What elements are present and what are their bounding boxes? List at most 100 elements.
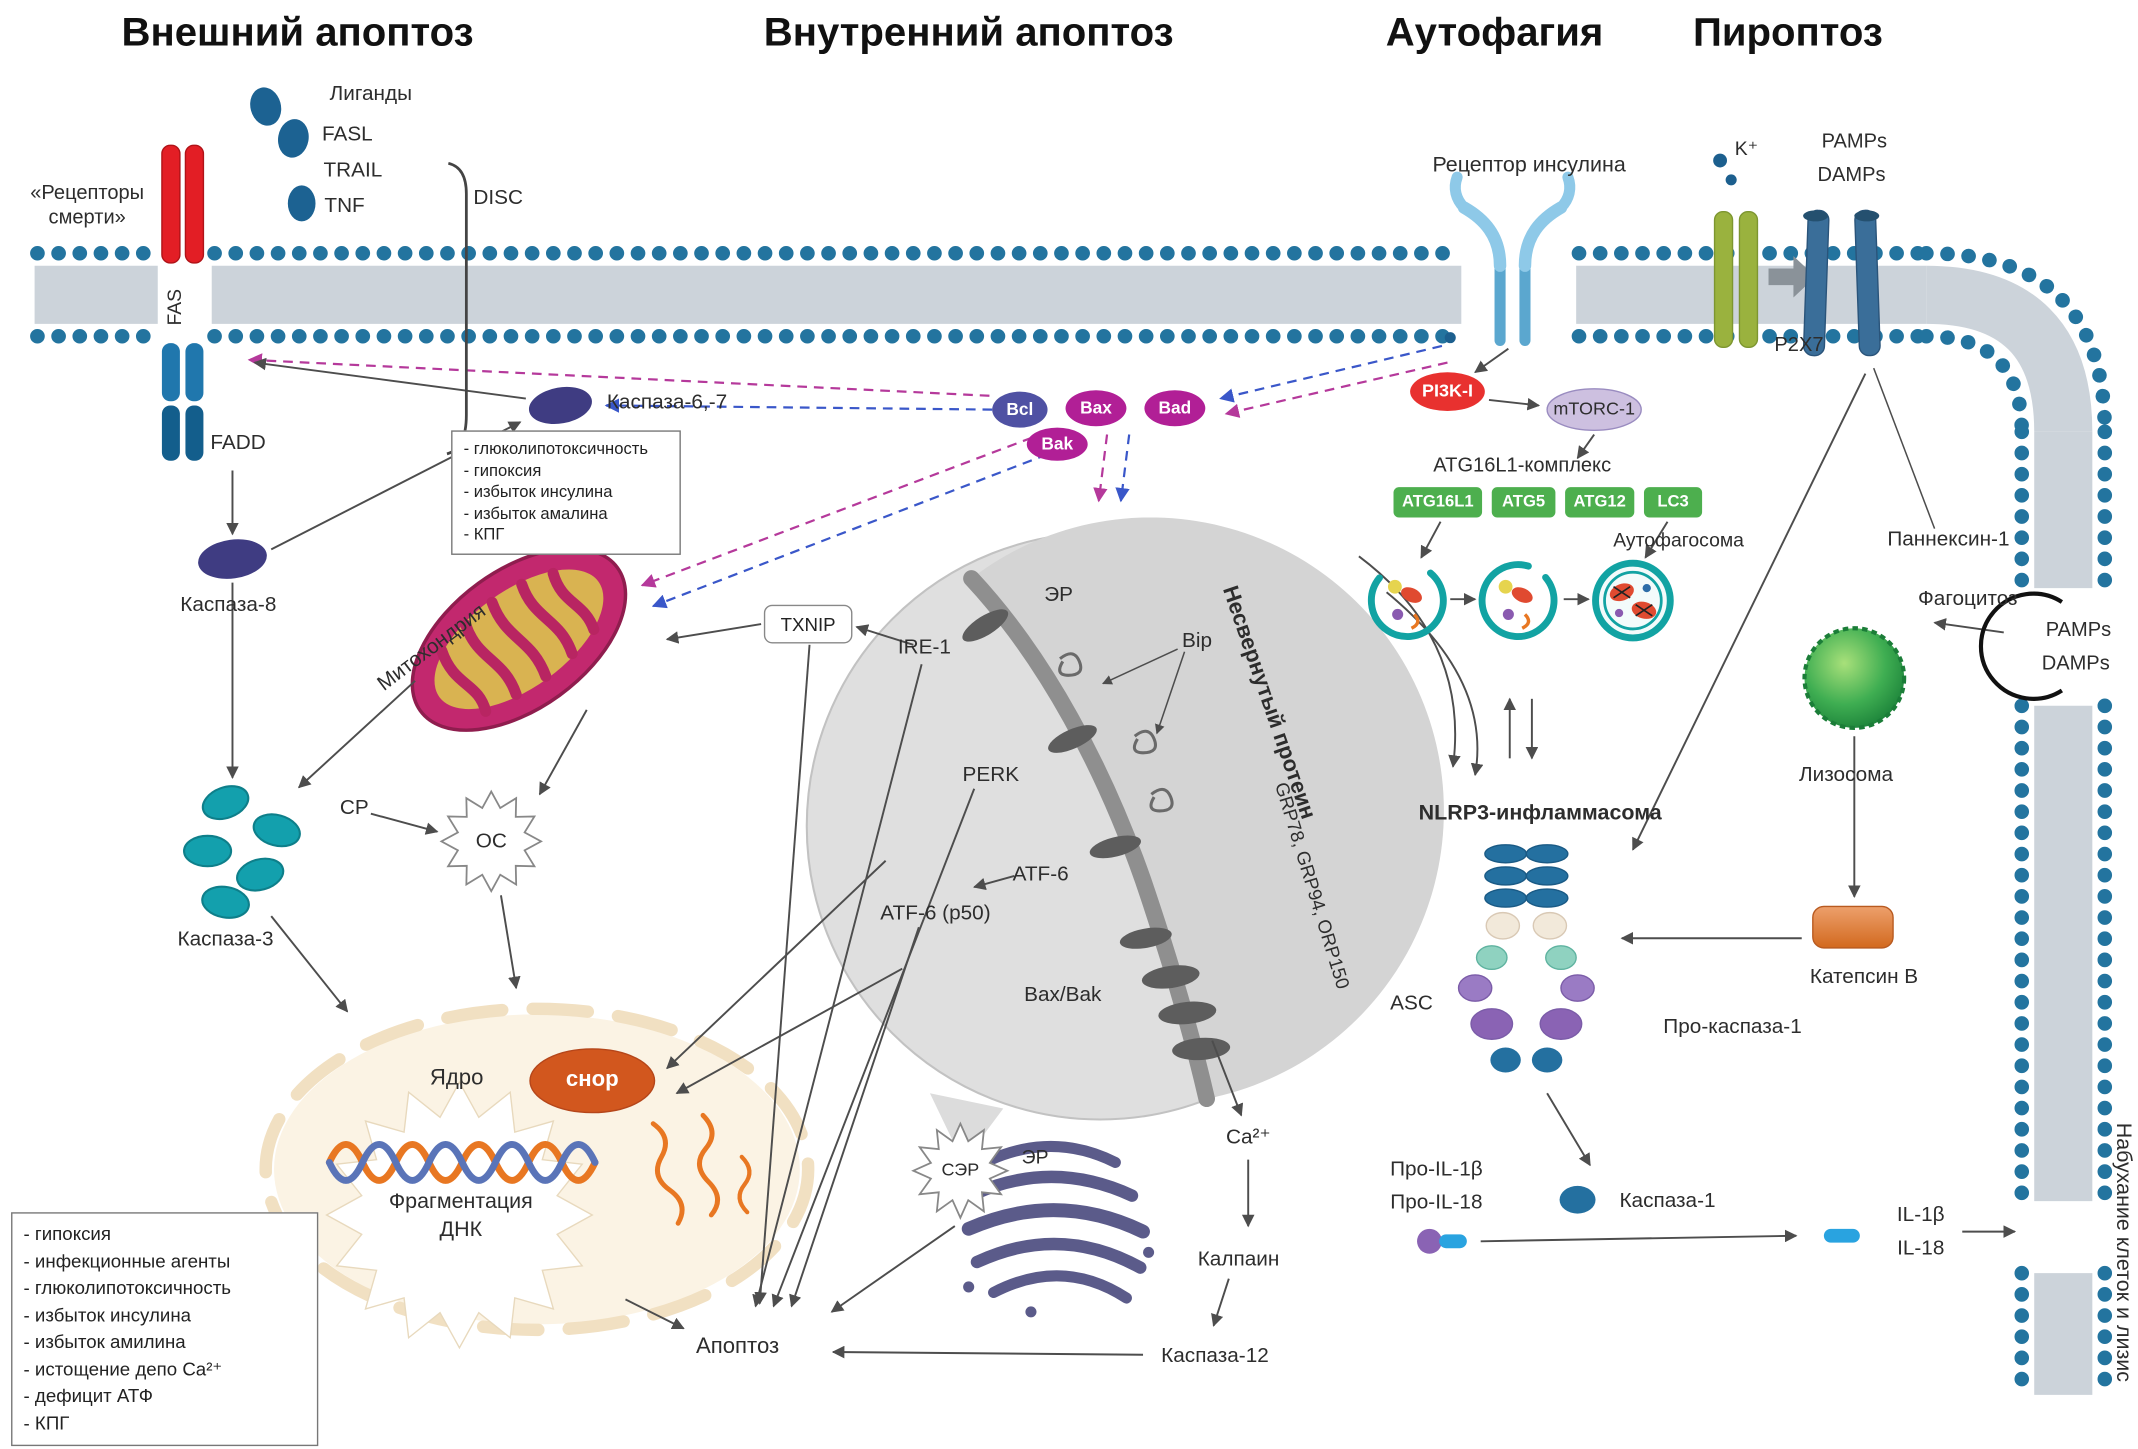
atg-complex-label: ATG16L1-комплекс: [1433, 454, 1612, 477]
caspase3-label: Каспаза-3: [177, 927, 274, 952]
bax-bak-label: Bax/Bak: [1024, 983, 1102, 1007]
il18-label: IL-18: [1897, 1236, 1945, 1260]
txnip-box: TXNIP: [763, 604, 853, 644]
er-stress-burst: [911, 1121, 1010, 1220]
mtorc-label: mTORC-1: [1553, 397, 1635, 419]
death-receptors-label-1: «Рецепторы: [30, 182, 145, 205]
rna-squiggles: [650, 1112, 752, 1226]
chop-oval: [529, 1048, 656, 1114]
il-molecule: [1823, 1228, 1860, 1243]
k-ions: [1713, 153, 1737, 186]
atf6-label: ATF-6: [1012, 862, 1069, 887]
er-label: ЭР: [1044, 583, 1074, 607]
dna-helix: [325, 1141, 599, 1184]
nlrp3-label: NLRP3-инфламмасома: [1418, 801, 1662, 825]
pro-il1b-label: Про-IL-1β: [1390, 1157, 1483, 1181]
misfolded-protein-curls: [1058, 652, 1174, 813]
procaspase1-label: Про-каспаза-1: [1663, 1014, 1802, 1039]
golgi-graphic: [961, 1140, 1155, 1318]
death-receptors-label-2: смерти»: [48, 207, 126, 230]
fas-receptor-graphic: [161, 144, 205, 461]
fadd-label: FADD: [210, 430, 266, 455]
lc3-label: LC3: [1657, 491, 1689, 511]
note-line: - избыток амилина: [23, 1331, 186, 1353]
header-autophagy: Аутофагия: [1385, 11, 1604, 56]
insulin-receptor-graphic: [1444, 171, 1576, 346]
lysosome-label: Лизосома: [1798, 763, 1894, 787]
asc-label: ASC: [1390, 991, 1433, 1015]
atf6-p50-label: ATF-6 (p50): [880, 901, 991, 925]
note-line: - КПГ: [463, 524, 505, 545]
nucleus-label: Ядро: [429, 1066, 484, 1091]
ca-label: Ca²⁺: [1225, 1125, 1271, 1150]
note-line: - глюколипотоксичность: [463, 438, 649, 459]
lysosome-graphic: [1802, 626, 1907, 730]
stage-1: [1367, 561, 1447, 641]
note-line: - гипоксия: [23, 1223, 111, 1245]
caspase67-label: Каспаза-6,-7: [606, 390, 728, 415]
caspase-ovals: [198, 386, 592, 579]
mitochondria-graphic: [410, 546, 628, 732]
apoptosis-triggers-box: - гипоксия - инфекционные агенты - глюко…: [11, 1212, 319, 1446]
bcl-family-ovals: [992, 390, 1206, 461]
inflammasome-graphic: [1457, 844, 1595, 1073]
bip-label: Bip: [1181, 628, 1213, 653]
cell-swelling-lysis-label: Набухание клеток и лизис: [2111, 1122, 2136, 1383]
ser-label: СЭР: [941, 1158, 980, 1180]
header-internal-apoptosis: Внутренний апоптоз: [763, 11, 1174, 56]
ligands-label: Лиганды: [329, 82, 413, 106]
er2-label: ЭР: [1021, 1145, 1049, 1168]
note-line: - истощение депо Ca²⁺: [23, 1358, 223, 1380]
chop-label: снор: [565, 1068, 619, 1092]
fasl-label: FASL: [321, 122, 373, 146]
nucleus-graphic: [259, 1002, 815, 1350]
oc-label: ОС: [475, 829, 507, 853]
dna-fragmentation-label-2: ДНК: [439, 1217, 483, 1242]
note-line: - инфекционные агенты: [23, 1250, 231, 1272]
txnip-label: TXNIP: [780, 613, 836, 635]
note-line: - гипоксия: [463, 460, 542, 480]
p2x7-label: P2X7: [1774, 334, 1824, 357]
atg16l1-label: ATG16L1: [1401, 491, 1474, 511]
cp-label: СР: [339, 796, 369, 820]
caspase1-label: Каспаза-1: [1619, 1189, 1716, 1213]
stress-factors-box: - глюколипотоксичность - гипоксия - избы…: [451, 430, 681, 555]
thick-arrow: [1768, 256, 1816, 298]
note-line: - избыток инсулина: [463, 481, 613, 502]
apoptosis-label: Апоптоз: [695, 1335, 780, 1359]
note-line: - КПГ: [23, 1412, 70, 1434]
dashed-arrows: [247, 344, 1448, 609]
note-line: - избыток инсулина: [23, 1304, 192, 1326]
ire1-label: IRE-1: [897, 635, 951, 660]
stage-3: [1592, 559, 1674, 642]
damps-label: DAMPs: [1817, 164, 1886, 187]
pro-il-molecule: [1417, 1228, 1467, 1254]
tnf-label: TNF: [324, 194, 365, 218]
damps2-label: DAMPs: [2041, 652, 2110, 675]
autophagosome-label: Аутофагосома: [1613, 528, 1744, 551]
oxidative-stress-burst: [439, 789, 543, 894]
pro-il18-label: Про-IL-18: [1390, 1190, 1483, 1215]
perk-label: PERK: [962, 763, 1020, 787]
ribosome-blobs: [962, 609, 1231, 1061]
p2x7-channels: [1713, 211, 1759, 349]
er-zoom-circle: [805, 517, 1444, 1163]
bcl-label: Bcl: [1006, 399, 1034, 420]
bax-label: Bax: [1080, 398, 1112, 418]
autophagosome-stages: [1367, 559, 1674, 642]
phagocytosis-label: Фагоцитоз: [1918, 587, 2018, 611]
note-line: - дефицит АТФ: [23, 1385, 153, 1407]
atg5-label: ATG5: [1502, 491, 1546, 511]
calpain-label: Калпаин: [1197, 1247, 1280, 1271]
trail-label: TRAIL: [323, 158, 383, 182]
pamps2-label: PAMPs: [2045, 619, 2112, 642]
pannexin-channels: [1802, 209, 1881, 357]
phagocytosis-arc: [1978, 591, 2064, 701]
il1b-label: IL-1β: [1896, 1203, 1945, 1227]
dna-fragmentation-burst: [325, 1080, 594, 1350]
cathepsin-box-graphic: [1812, 905, 1894, 949]
header-external-apoptosis: Внешний апоптоз: [121, 11, 474, 56]
dna-fragmentation-label-1: Фрагментация: [388, 1190, 533, 1214]
bak-label: Bak: [1041, 434, 1074, 454]
